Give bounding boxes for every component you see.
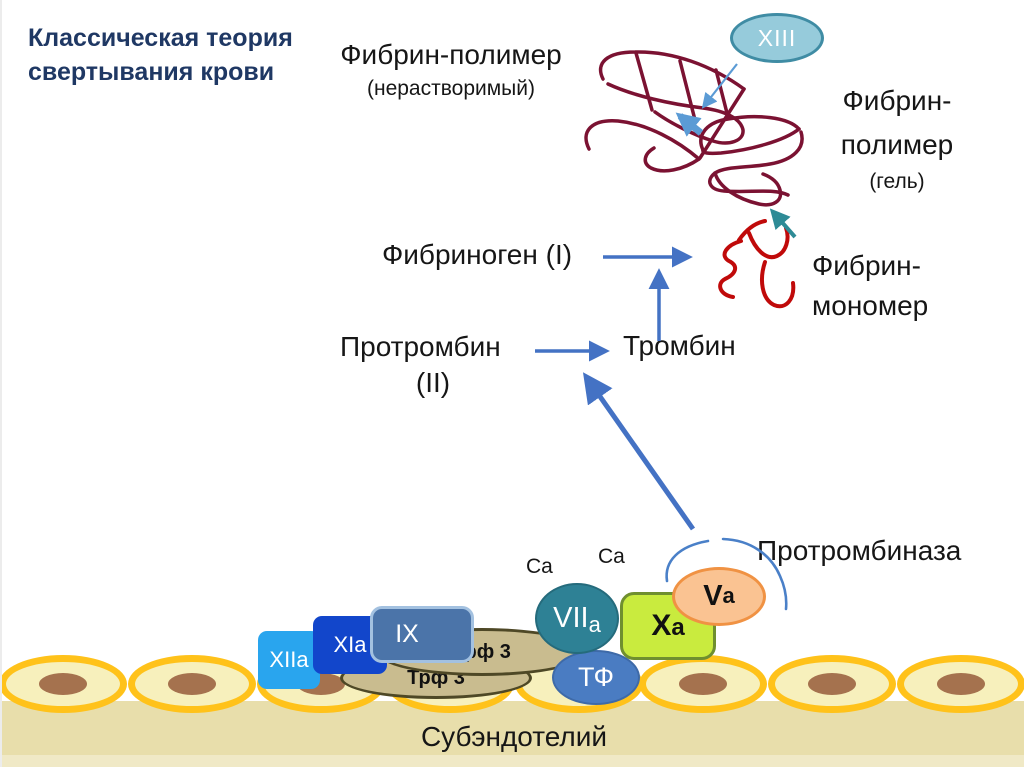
arrow-monomer-to-gel <box>769 208 797 239</box>
arrow-prothrombinase-to-thrombin <box>582 372 696 531</box>
fibrin-polymer-insoluble-label: Фибрин-полимер <box>340 39 562 70</box>
factor-xa-label-sub: a <box>671 614 685 641</box>
cell-nucleus <box>168 673 216 695</box>
endothelial-cell <box>639 655 767 713</box>
ca-label-left: Ca <box>526 555 553 578</box>
cell-nucleus <box>39 673 87 695</box>
prothrombin-numeral: (II) <box>415 367 451 398</box>
fibrin-polymer-gel-drawing <box>699 114 804 207</box>
factor-xiii: XIII <box>730 13 824 63</box>
cell-nucleus <box>937 673 985 695</box>
fibrin-polymer-insoluble-drawing <box>584 50 746 173</box>
fibrinogen-label: Фибриноген (I) <box>382 239 573 270</box>
fibrin-monomer-label-line2: мономер <box>812 290 929 321</box>
factor-viia-label: VII <box>553 602 589 634</box>
subendothelium-label: Субэндотелий <box>420 721 608 752</box>
endothelial-cell <box>128 655 256 713</box>
endothelial-cell <box>768 655 896 713</box>
endothelial-cell <box>2 655 127 713</box>
fibrin-polymer-gel-note: (гель) <box>869 170 925 193</box>
thrombin-label: Тромбин <box>623 330 736 361</box>
factor-ix-label: IX <box>395 620 419 648</box>
factor-xiii-label: XIII <box>757 24 797 51</box>
factor-xia-label: XIa <box>333 632 367 657</box>
subendothelium-band-bottom <box>2 755 1024 767</box>
factor-xiia-label: XIIa <box>269 647 309 672</box>
fibrin-monomer-label-line1: Фибрин- <box>812 250 921 281</box>
ca-label-right: Ca <box>598 545 625 568</box>
factor-xa-label: X <box>651 609 672 642</box>
cell-nucleus <box>679 673 727 695</box>
prothrombin-label: Протромбин <box>340 331 501 362</box>
fibrin-polymer-gel-label-line1: Фибрин- <box>842 85 952 116</box>
factor-viia-label-sub: a <box>588 612 601 637</box>
fibrin-polymer-gel-label-line2: полимер <box>840 129 954 160</box>
factor-xiia: XIIa <box>258 631 320 689</box>
endothelial-cell <box>897 655 1024 713</box>
arrow-xiii-to-polymer <box>701 63 738 109</box>
factor-ix: IX <box>370 606 474 663</box>
prothrombinase-label: Протромбиназа <box>757 535 962 566</box>
slide-title: Классическая теория свертывания крови <box>28 22 293 90</box>
factor-va-label: V <box>703 580 723 612</box>
slide-title-line2: свертывания крови <box>28 57 275 86</box>
fibrin-polymer-insoluble-note: (нерастворимый) <box>366 77 535 100</box>
factor-tf-label: ТФ <box>577 662 615 692</box>
factor-va-label-sub: a <box>722 583 735 608</box>
cell-nucleus <box>808 673 856 695</box>
fibrin-monomer-drawing <box>718 219 796 309</box>
factor-tf: ТФ <box>552 650 640 705</box>
arrow-gel-to-insoluble <box>675 112 704 137</box>
slide-title-line1: Классическая теория <box>28 24 293 52</box>
